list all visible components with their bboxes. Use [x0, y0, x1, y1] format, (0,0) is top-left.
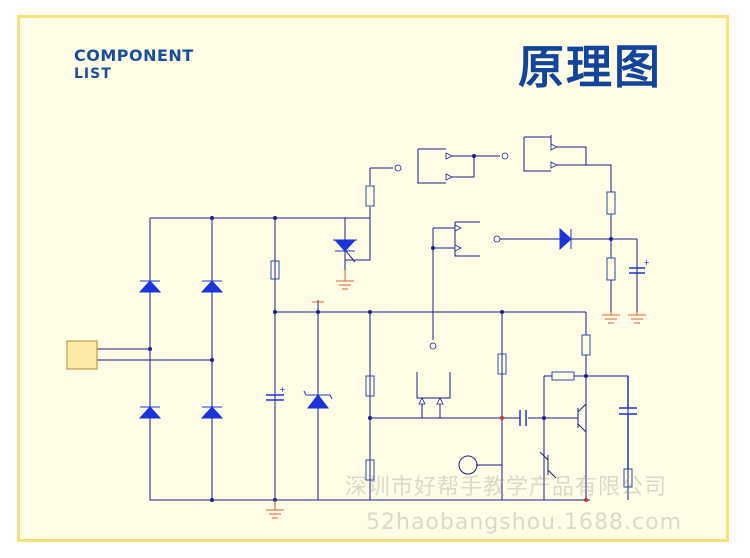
svg-text:+: + [643, 258, 650, 267]
wires [97, 135, 638, 501]
junctions [148, 154, 613, 502]
resistors [270, 185, 633, 488]
component-list-heading: COMPONENT LIST [74, 46, 194, 82]
bridge-diodes [138, 280, 224, 419]
watermark-company: 深圳市好帮手教学产品有限公司 [345, 475, 668, 500]
svg-text:+: + [279, 385, 286, 394]
watermark-url: 52haobangshou.1688.com [366, 510, 683, 535]
schematic-title: 原理图 [518, 40, 662, 94]
power-input-block [66, 340, 98, 370]
junctions-red [500, 416, 588, 502]
component-list-line2: LIST [74, 66, 112, 82]
page-frame [17, 15, 729, 542]
thyristor [333, 239, 357, 252]
diode-right [559, 227, 572, 251]
capacitors [266, 267, 645, 469]
relay-contacts [394, 143, 558, 405]
zener-diode [303, 390, 333, 409]
polarity-marks: + + [279, 258, 650, 394]
component-list-line1: COMPONENT [74, 46, 194, 65]
microphone [458, 455, 478, 475]
ground-symbols [266, 270, 646, 519]
